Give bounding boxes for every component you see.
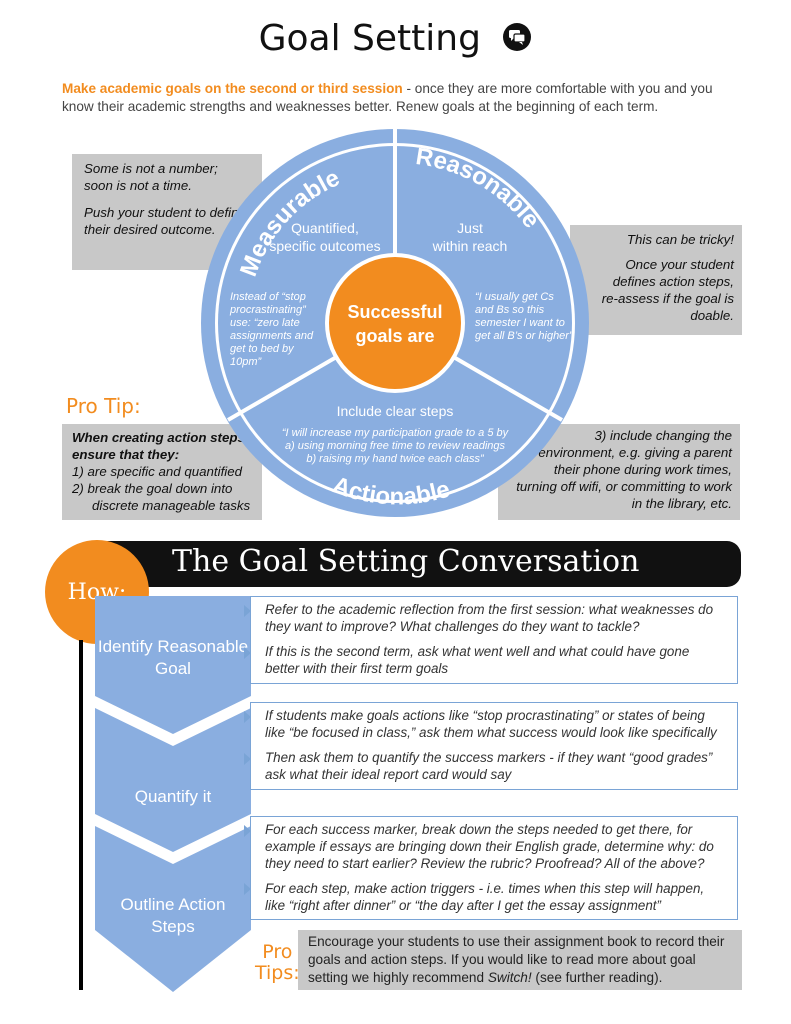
reasonable-note-p2: Once your student defines action steps, … — [601, 257, 734, 323]
bullet-arrow-icon — [244, 711, 251, 723]
measurable-example-4: assignments and — [230, 330, 314, 342]
chevron-step-2 — [95, 708, 251, 852]
pro-tips-line-2: Tips: — [255, 962, 300, 984]
reasonable-example-4: get all B’s or higher” — [475, 330, 574, 342]
pro-tip-item-2: 2) break the goal down into — [72, 481, 233, 496]
step-1-text-1: Refer to the academic reflection from th… — [265, 602, 714, 634]
bullet-arrow-icon — [244, 753, 251, 765]
center-circle — [329, 257, 461, 389]
pro-tip-box-right: 3) include changing the environment, e.g… — [498, 424, 740, 520]
measurable-example-1: Instead of “stop — [230, 291, 306, 303]
step-1-text-2: If this is the second term, ask what wen… — [265, 644, 690, 676]
measurable-note-box: Some is not a number; soon is not a time… — [72, 154, 262, 270]
timeline-line — [79, 640, 83, 990]
conversation-banner — [105, 541, 741, 587]
actionable-example-2: a) using morning free time to review rea… — [285, 440, 506, 452]
final-tip-text: Encourage your students to use their ass… — [308, 934, 725, 985]
step-2-label: Quantify it — [134, 787, 212, 806]
actionable-desc: Include clear steps — [337, 403, 454, 419]
step-3-text-1: For each success marker, break down the … — [265, 822, 714, 871]
reasonable-note-box: This can be tricky! Once your student de… — [570, 225, 742, 335]
reasonable-note-p1: This can be tricky! — [626, 232, 734, 247]
measurable-note-p2: Push your student to define their desire… — [84, 205, 246, 237]
pro-tip-item-1: 1) are specific and quantified — [72, 464, 243, 479]
measurable-note-p1: Some is not a number; soon is not a time… — [84, 161, 218, 193]
step-1-label: Identify Reasonable Goal — [97, 637, 249, 678]
page-title: Goal Setting — [0, 18, 791, 61]
intro-paragraph: Make academic goals on the second or thi… — [62, 80, 742, 116]
reasonable-desc-2: within reach — [432, 238, 508, 254]
pro-tips-heading: Pro Tips: — [255, 942, 300, 984]
chat-bubble-icon — [502, 20, 532, 61]
intro-highlight: Make academic goals on the second or thi… — [62, 81, 403, 96]
chevron-step-1 — [95, 596, 251, 734]
reasonable-desc-1: Just — [457, 220, 483, 236]
step-3-label: Outline Action Steps — [120, 895, 226, 936]
center-line-1: Successful — [347, 302, 442, 322]
step-3-text-2: For each step, make action triggers - i.… — [265, 881, 705, 913]
measurable-example-6: 10pm” — [230, 356, 263, 368]
bullet-arrow-icon — [244, 605, 251, 617]
chevron-step-3 — [95, 826, 251, 992]
step-2-textbox: If students make goals actions like “sto… — [244, 702, 738, 790]
step-3-textbox: For each success marker, break down the … — [244, 816, 738, 920]
center-line-2: goals are — [355, 326, 434, 346]
goal-wheel: Successful goals are Measurable Reasonab… — [201, 128, 589, 517]
actionable-example-1: “I will increase my participation grade … — [282, 427, 510, 439]
pro-tips-line-1: Pro — [262, 941, 293, 963]
step-1-textbox: Refer to the academic reflection from th… — [244, 596, 738, 684]
measurable-desc-2: specific outcomes — [269, 238, 380, 254]
actionable-example-3: b) raising my hand twice each class” — [306, 453, 485, 465]
step-2-text-1: If students make goals actions like “sto… — [265, 708, 717, 740]
reasonable-example-3: semester I want to — [475, 317, 565, 329]
step-chevrons — [95, 596, 251, 992]
final-tip-book: Switch! — [487, 970, 532, 985]
page-title-text: Goal Setting — [258, 18, 481, 59]
measurable-example-3: use: “zero late — [230, 317, 300, 329]
intro-rest: - once they are more comfortable with yo… — [62, 81, 713, 114]
conversation-title: The Goal Setting Conversation — [172, 544, 640, 579]
pro-tip-box-heading: When creating action steps ensure that t… — [72, 430, 245, 462]
pro-tip-item-2b: discrete manageable tasks — [92, 498, 251, 513]
bullet-arrow-icon — [244, 883, 251, 895]
measurable-desc-1: Quantified, — [291, 220, 359, 236]
reasonable-example-2: and Bs so this — [475, 304, 545, 316]
final-tip-end: (see further reading). — [531, 970, 663, 985]
final-tip-box: Encourage your students to use their ass… — [298, 930, 742, 990]
pro-tip-box-left: When creating action steps ensure that t… — [62, 424, 262, 520]
measurable-example-2: procrastinating” — [229, 304, 307, 316]
bullet-arrow-icon — [244, 647, 251, 659]
pro-tip-item-3: 3) include changing the environment, e.g… — [516, 428, 732, 511]
bullet-arrow-icon — [244, 825, 251, 837]
measurable-example-5: get to bed by — [230, 343, 295, 355]
step-2-text-2: Then ask them to quantify the success ma… — [265, 750, 713, 782]
reasonable-example-1: “I usually get Cs — [475, 291, 554, 303]
pro-tip-heading: Pro Tip: — [66, 394, 141, 418]
